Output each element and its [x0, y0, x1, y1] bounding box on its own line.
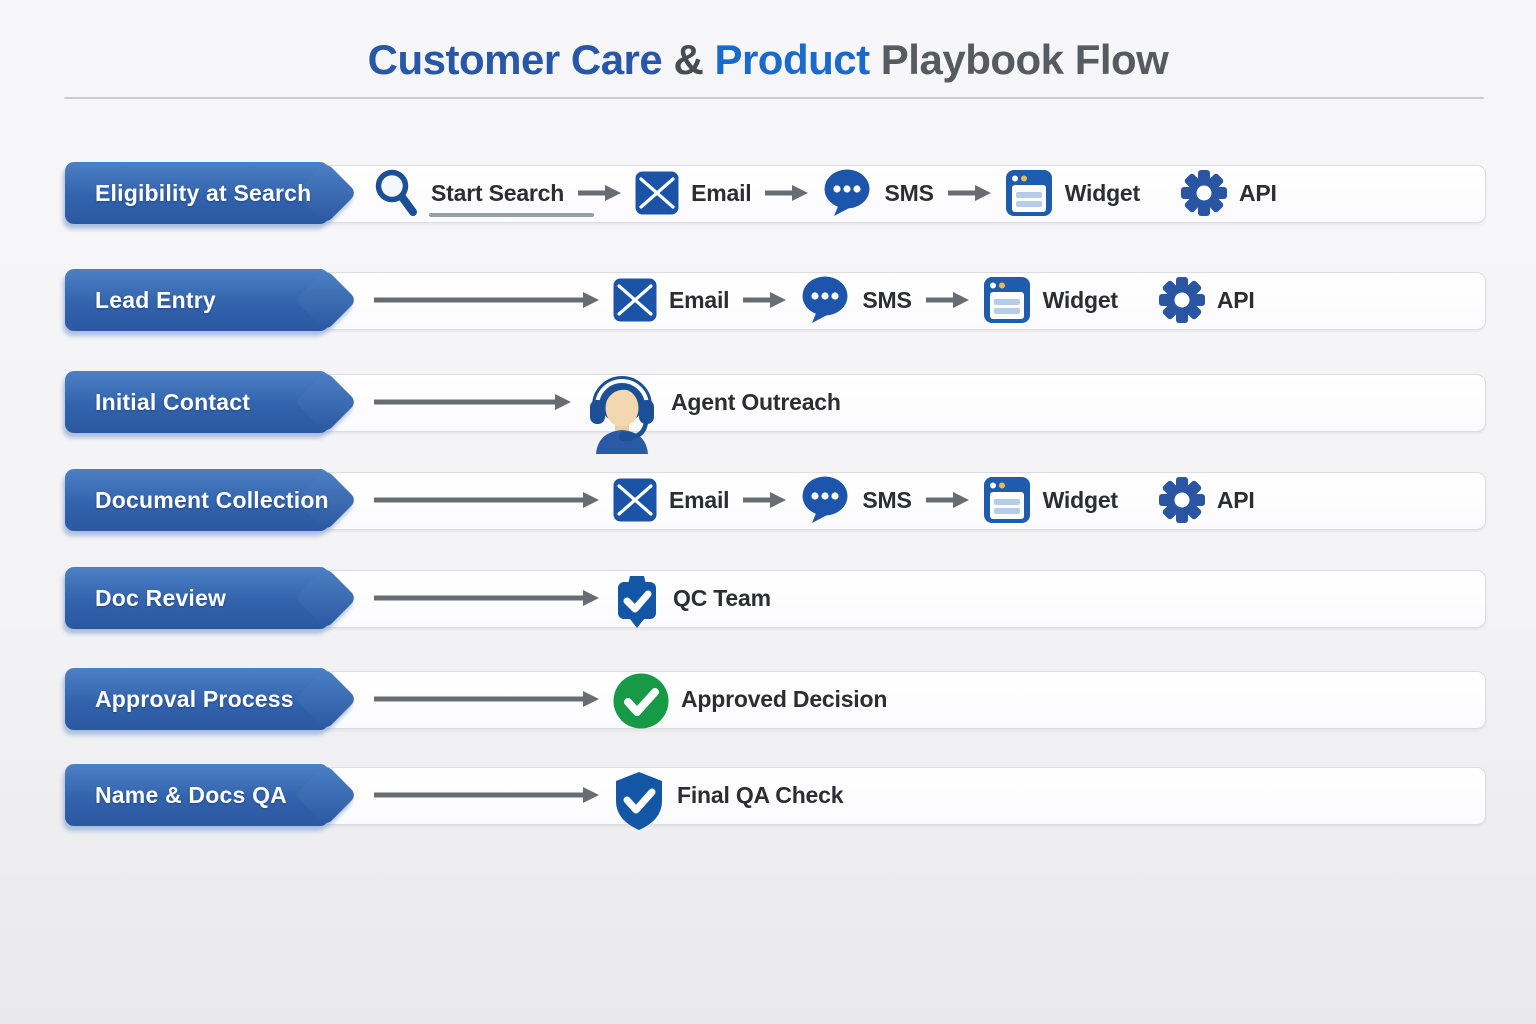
gear-icon — [1180, 169, 1228, 217]
flow-row: Eligibility at Search Start Search Email SM… — [0, 162, 1536, 265]
flow-step: QC Team — [612, 571, 771, 628]
flow-step: API — [1158, 276, 1255, 324]
sms-icon — [799, 275, 851, 325]
page-title: Customer Care & Product Playbook Flow — [0, 36, 1536, 84]
flow-step: Email — [612, 277, 730, 323]
title-part-customer-care: Customer Care — [367, 36, 663, 83]
flow-step: Email — [634, 170, 752, 216]
flow-step: Widget — [982, 275, 1118, 325]
arrow-icon — [372, 291, 600, 309]
arrow-icon — [924, 491, 970, 509]
arrow-icon — [741, 291, 787, 309]
step-label: Email — [691, 179, 752, 206]
flow-step: API — [1158, 476, 1255, 524]
step-label: Widget — [1042, 486, 1118, 513]
arrow-icon — [576, 184, 622, 202]
arrow-icon — [741, 491, 787, 509]
stage-banner-label: Initial Contact — [95, 388, 251, 415]
step-label: SMS — [862, 286, 912, 313]
sms-icon — [799, 475, 851, 525]
flow-row: Lead Entry Email SMS Widget API — [0, 269, 1536, 372]
step-label: API — [1216, 486, 1255, 513]
step-label: Agent Outreach — [671, 388, 841, 415]
row-content: Start Search Email SMS Widget API — [372, 165, 1476, 221]
title-part-product: Product — [714, 36, 870, 83]
step-label: Widget — [1042, 286, 1118, 313]
stage-banner-label: Approval Process — [95, 685, 294, 712]
email-icon — [634, 170, 680, 216]
step-label: SMS — [862, 486, 912, 513]
flow-row: Document Collection Email SMS Widget API — [0, 469, 1536, 572]
title-part-playbook-flow: Playbook Flow — [880, 36, 1169, 83]
step-label: Approved Decision — [681, 685, 888, 712]
flow-row: Approval Process Approved Decision — [0, 668, 1536, 771]
step-label: QC Team — [673, 584, 771, 611]
step-label: API — [1238, 179, 1277, 206]
row-content: QC Team — [372, 570, 1476, 628]
step-label: Email — [669, 486, 730, 513]
gear-icon — [1158, 276, 1206, 324]
flow-step: Final QA Check — [612, 764, 844, 830]
stage-banner: Approval Process — [65, 668, 329, 730]
stage-banner: Initial Contact — [65, 371, 329, 433]
row-content: Final QA Check — [372, 764, 1476, 830]
flow-step: Approved Decision — [612, 670, 888, 729]
row-content: Approved Decision — [372, 670, 1476, 729]
search-icon — [372, 167, 420, 219]
row-content: Email SMS Widget API — [372, 472, 1476, 528]
step-label: Start Search — [428, 179, 595, 217]
stage-banner-label: Lead Entry — [95, 286, 216, 313]
email-icon — [612, 477, 658, 523]
flow-step: API — [1180, 169, 1277, 217]
title-ampersand: & — [673, 36, 704, 83]
row-content: Agent Outreach — [372, 374, 1476, 454]
agent-icon — [584, 358, 660, 454]
approved-check-icon — [612, 670, 670, 729]
arrow-icon — [763, 184, 809, 202]
flow-step: SMS — [821, 168, 934, 218]
widget-icon — [1004, 168, 1054, 218]
arrow-icon — [372, 491, 600, 509]
stage-banner: Document Collection — [65, 469, 329, 531]
flow-step: Agent Outreach — [584, 358, 841, 454]
arrow-icon — [946, 184, 992, 202]
arrow-icon — [372, 393, 572, 411]
stage-banner-label: Name & Docs QA — [95, 781, 287, 808]
step-label: Widget — [1064, 179, 1140, 206]
email-icon — [612, 277, 658, 323]
arrow-icon — [372, 786, 600, 804]
stage-banner: Name & Docs QA — [65, 764, 329, 826]
flow-row: Doc Review QC Team — [0, 567, 1536, 670]
arrow-icon — [372, 589, 600, 607]
step-label: Final QA Check — [677, 781, 844, 808]
flow-step: Email — [612, 477, 730, 523]
widget-icon — [982, 475, 1032, 525]
arrow-icon — [372, 690, 600, 708]
stage-banner-label: Doc Review — [95, 584, 227, 611]
widget-icon — [982, 275, 1032, 325]
arrow-icon — [924, 291, 970, 309]
step-label: API — [1216, 286, 1255, 313]
stage-banner: Doc Review — [65, 567, 329, 629]
flow-step: Widget — [1004, 168, 1140, 218]
stage-banner-label: Eligibility at Search — [95, 179, 312, 206]
step-label: Email — [669, 286, 730, 313]
shield-check-icon — [612, 764, 666, 830]
row-content: Email SMS Widget API — [372, 272, 1476, 328]
qc-badge-icon — [612, 571, 662, 628]
flow-row: Initial Contact Agent Outreach — [0, 371, 1536, 474]
flow-row: Name & Docs QA Final QA Check — [0, 764, 1536, 867]
flow-step: SMS — [799, 475, 912, 525]
step-label: SMS — [884, 179, 934, 206]
flow-step: SMS — [799, 275, 912, 325]
stage-banner: Lead Entry — [65, 269, 329, 331]
flow-step: Start Search — [372, 167, 595, 219]
stage-banner-label: Document Collection — [95, 486, 329, 513]
title-divider — [64, 97, 1484, 99]
gear-icon — [1158, 476, 1206, 524]
sms-icon — [821, 168, 873, 218]
stage-banner: Eligibility at Search — [65, 162, 329, 224]
flow-step: Widget — [982, 475, 1118, 525]
